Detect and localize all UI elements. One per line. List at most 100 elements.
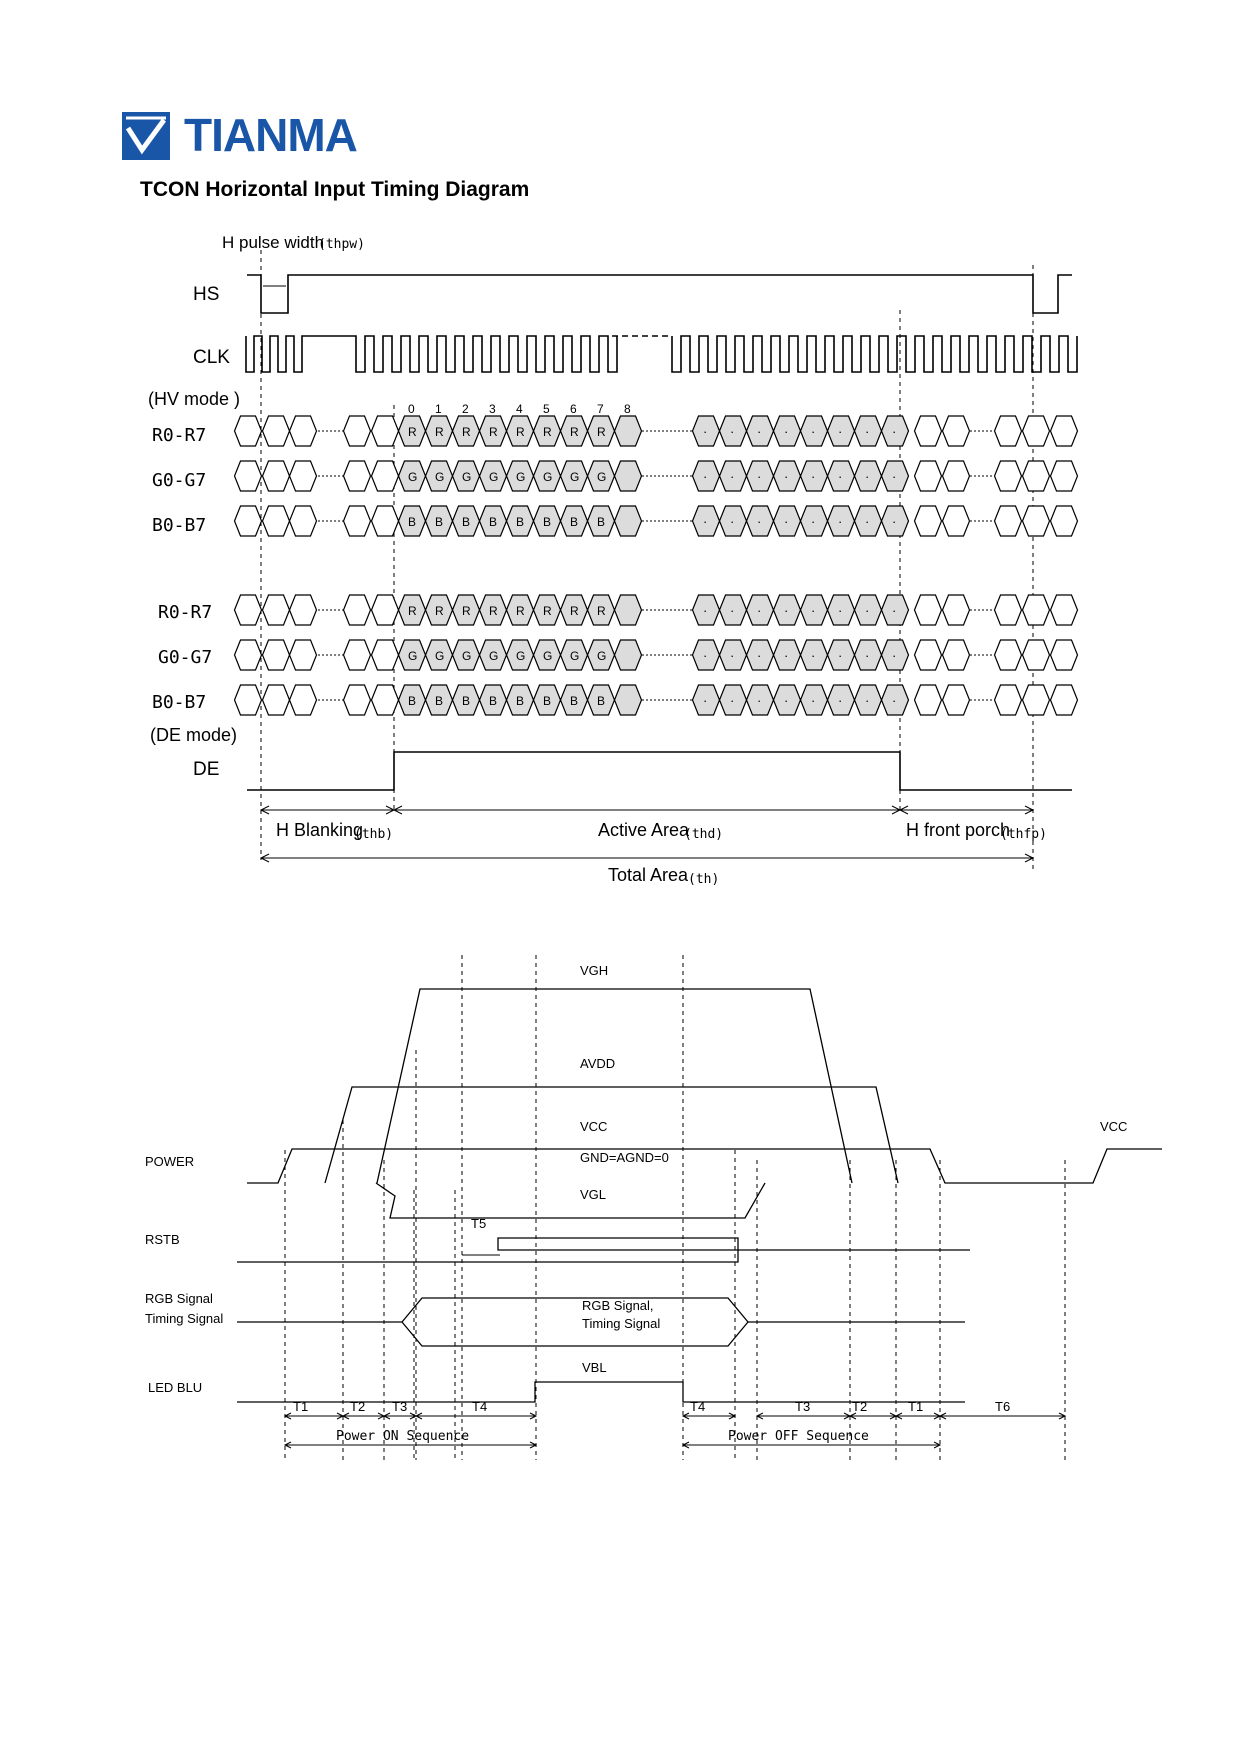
vcc-label: VCC	[580, 1119, 607, 1134]
total-label: Total Area	[608, 865, 689, 885]
bus-cell-blank	[261, 460, 291, 492]
bus-cell-blank	[288, 594, 318, 626]
bus-cell-letter: B	[516, 694, 524, 708]
bus-cell-blank	[1021, 505, 1051, 537]
bus-cell-blank	[370, 594, 400, 626]
bus-cell-dot: ·	[892, 514, 896, 529]
bus-cell-letter: B	[408, 515, 416, 529]
bus-cell-blank	[913, 639, 943, 671]
t4-on-dimension-head	[529, 1412, 538, 1420]
pixel-index: 0	[408, 402, 415, 416]
vgh-rail	[376, 988, 853, 1184]
bus-cell-blank	[993, 639, 1023, 671]
clk-waveform	[671, 335, 1078, 373]
t2-on-label: T2	[350, 1399, 365, 1414]
bus-cell-dot: ·	[838, 469, 842, 484]
de-label: DE	[193, 759, 219, 780]
rgb-box-label-2: Timing Signal	[582, 1316, 660, 1331]
vbl-label: VBL	[582, 1360, 607, 1375]
power-off-dimension-head	[681, 1441, 690, 1449]
bus-cell-dot: ·	[811, 469, 815, 484]
blanking-dimension-head	[259, 805, 270, 815]
t2-off-label: T2	[852, 1399, 867, 1414]
vgh-label: VGH	[580, 963, 608, 978]
bus-cell-blank	[370, 505, 400, 537]
bus-cell-dot: ·	[703, 693, 707, 708]
bus-cell-dot: ·	[811, 693, 815, 708]
bus-cell-blank	[1049, 594, 1079, 626]
bus-cell-letter: R	[435, 425, 444, 439]
bus-cell-letter: B	[543, 694, 551, 708]
t1-off-label: T1	[908, 1399, 923, 1414]
bus-cell-dot: ·	[757, 693, 761, 708]
bus-cell-blank	[370, 415, 400, 447]
bus-cell-dot: ·	[811, 603, 815, 618]
bus-cell-blank	[261, 639, 291, 671]
bus-cell-dot: ·	[757, 603, 761, 618]
bus-cell-dot: ·	[703, 469, 707, 484]
bus-cell-blank	[288, 415, 318, 447]
de-mode-label: (DE mode)	[150, 725, 237, 745]
bus-cell-letter: B	[462, 515, 470, 529]
blanking-label: H Blanking	[276, 820, 363, 840]
front-porch-dimension-head	[898, 805, 909, 815]
bus-cell-blank	[288, 684, 318, 716]
active-dimension-head	[392, 805, 403, 815]
bus-cell-dot: ·	[784, 469, 788, 484]
bus-cell-data	[880, 594, 910, 626]
t2-off-dimension-head	[848, 1412, 857, 1420]
rgb-row-label-1: RGB Signal	[145, 1291, 213, 1306]
bus-cell-blank	[288, 505, 318, 537]
bus-cell-blank	[233, 639, 263, 671]
horizontal-timing-labels: H pulse width (thpw) HS CLK (HV mode ) R…	[148, 233, 1047, 887]
g-de-label: G0-G7	[158, 647, 212, 668]
t4-off-label: T4	[690, 1399, 705, 1414]
t1-off-dimension-head	[894, 1412, 903, 1420]
rstb-row-label: RSTB	[145, 1232, 180, 1247]
bus-cell-letter: R	[570, 604, 579, 618]
bus-cell-blank	[941, 415, 971, 447]
bus-cell-dot: ·	[865, 693, 869, 708]
pixel-index: 6	[570, 402, 577, 416]
bus-cell-letter: B	[543, 515, 551, 529]
bus-cell-dot: ·	[703, 514, 707, 529]
bus-cell-dot: ·	[811, 648, 815, 663]
bus-cell-blank	[342, 460, 372, 492]
bus-cell-blank	[993, 505, 1023, 537]
bus-cell-dot: ·	[703, 603, 707, 618]
g-hv-label: G0-G7	[152, 470, 206, 491]
t1-on-label: T1	[293, 1399, 308, 1414]
bus-cell-data	[880, 639, 910, 671]
bus-cell-letter: G	[489, 470, 498, 484]
bus-cell-letter: B	[597, 515, 605, 529]
r-hv-label: R0-R7	[152, 425, 206, 446]
bus-cell-letter: G	[570, 649, 579, 663]
bus-cell-letter: B	[489, 515, 497, 529]
bus-cell-blank	[941, 639, 971, 671]
pixel-index: 3	[489, 402, 496, 416]
bus-cell-data	[613, 684, 643, 716]
bus-cell-dot: ·	[730, 424, 734, 439]
bus-cell-data	[880, 684, 910, 716]
bus-cell-data	[880, 415, 910, 447]
bus-cell-dot: ·	[703, 424, 707, 439]
bus-cell-blank	[342, 684, 372, 716]
bus-cell-letter: R	[597, 425, 606, 439]
bus-cell-blank	[941, 684, 971, 716]
bus-cell-letter: B	[570, 694, 578, 708]
t1-on-dimension-head	[283, 1412, 292, 1420]
bus-cell-dot: ·	[784, 514, 788, 529]
bus-cell-dot: ·	[757, 469, 761, 484]
bus-cell-blank	[261, 594, 291, 626]
bus-cell-letter: R	[543, 604, 552, 618]
bus-cell-letter: G	[543, 470, 552, 484]
pixel-index: 7	[597, 402, 604, 416]
bus-cell-dot: ·	[757, 424, 761, 439]
bus-cell-dot: ·	[892, 603, 896, 618]
bus-cell-letter: R	[570, 425, 579, 439]
t3-on-label: T3	[392, 1399, 407, 1414]
bus-cell-blank	[370, 460, 400, 492]
power-on-dimension-head	[283, 1441, 292, 1449]
hpw-label: H pulse width	[222, 233, 324, 252]
